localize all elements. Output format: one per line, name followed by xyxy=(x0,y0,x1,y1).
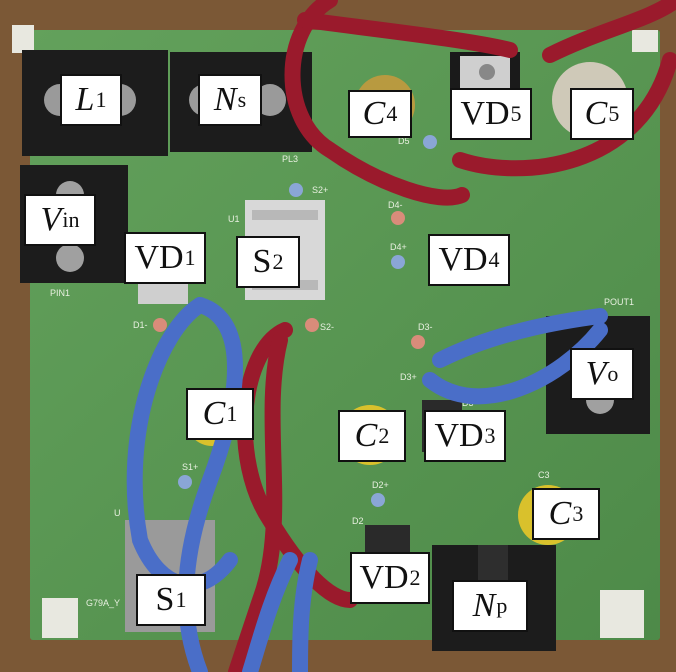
silk-g79a: G79A_Y xyxy=(86,598,120,608)
silk-s2m: S2- xyxy=(320,322,334,332)
silk-pout1: POUT1 xyxy=(604,297,634,307)
silk-d2: D2 xyxy=(352,516,364,526)
standoff-bottom-right xyxy=(600,590,644,638)
silk-d3m: D3- xyxy=(418,322,433,332)
silkscreen-text: S2+ U1 PIN1 D1- S2- D4- D4+ D3- D3+ D3 P… xyxy=(50,136,634,608)
standoff-bottom-left xyxy=(42,598,78,638)
silk-d3p: D3+ xyxy=(400,372,417,382)
silk-s2p: S2+ xyxy=(312,185,328,195)
silk-s1p: S1+ xyxy=(182,462,198,472)
device-vd1 xyxy=(138,282,188,304)
silk-d5: D5 xyxy=(398,136,410,146)
wires-red xyxy=(228,0,676,672)
silk-c3: C3 xyxy=(538,470,550,480)
silk-pin1: PIN1 xyxy=(50,288,70,298)
silk-d4p: D4+ xyxy=(390,242,407,252)
silk-u1: U1 xyxy=(228,214,240,224)
standoff-top-right xyxy=(632,30,658,52)
test-points xyxy=(153,135,437,507)
silk-d1m: D1- xyxy=(133,320,148,330)
silk-d4m: D4- xyxy=(388,200,403,210)
silk-u: U xyxy=(114,508,121,518)
device-vd5 xyxy=(450,52,520,94)
silk-pl3: PL3 xyxy=(282,154,298,164)
silk-d2p: D2+ xyxy=(372,480,389,490)
standoff-top-left xyxy=(12,25,34,53)
